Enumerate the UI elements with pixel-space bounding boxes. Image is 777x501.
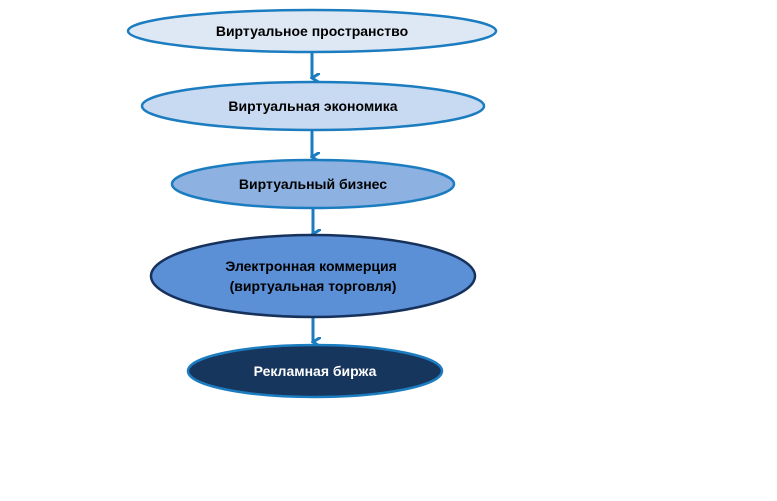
svg-text:Виртуальная экономика: Виртуальная экономика — [228, 98, 397, 114]
node-label-line: Виртуальный бизнес — [239, 176, 387, 192]
node-label-line: (виртуальная торговля) — [230, 278, 397, 294]
node-label-line: Виртуальное пространство — [216, 23, 408, 39]
svg-text:Электронная коммерция (в: Электронная коммерция (виртуальная торго… — [225, 258, 400, 294]
node-label-line: Виртуальная экономика — [228, 98, 397, 114]
node-ad-exchange: Рекламная биржа — [186, 343, 444, 399]
node-virtual-economy: Виртуальная экономика — [140, 80, 486, 132]
node-label-line: Рекламная биржа — [254, 363, 377, 379]
node-e-commerce: Электронная коммерция (виртуальная торго… — [149, 233, 477, 319]
svg-text:Виртуальный бизнес: Виртуальный бизнес — [239, 176, 387, 192]
node-label-line: Электронная коммерция — [225, 258, 396, 274]
node-virtual-space: Виртуальное пространство — [126, 8, 498, 54]
node-virtual-business: Виртуальный бизнес — [170, 158, 456, 210]
svg-text:Виртуальное пространство: Виртуальное пространство — [216, 23, 408, 39]
svg-text:Рекламная биржа: Рекламная биржа — [254, 363, 377, 379]
